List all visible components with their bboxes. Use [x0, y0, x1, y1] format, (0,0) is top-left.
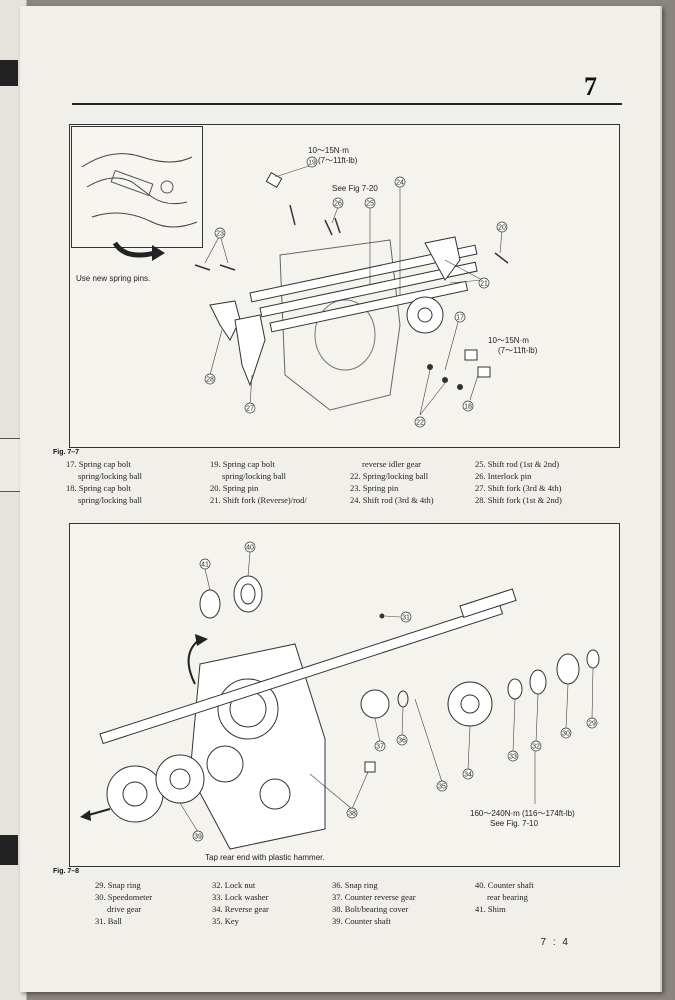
exploded-view-main-shaft: 41 40 31 37 36 38 39 35 34 33 32 30 29 1…	[80, 541, 600, 862]
legend-item-cont: drive gear	[107, 904, 142, 914]
legend-item: 35. Key	[212, 916, 239, 926]
callout-39: 39	[194, 834, 202, 841]
legend-item: reverse idler gear	[362, 459, 421, 469]
legend-column: reverse idler gear 22. Spring/locking ba…	[350, 458, 434, 506]
legend-item: 37. Counter reverse gear	[332, 892, 416, 902]
legend-column: 32. Lock nut 33. Lock washer 34. Reverse…	[212, 879, 269, 927]
legend-item: 23. Spring pin	[350, 483, 399, 493]
callout-22: 22	[416, 420, 424, 427]
callout-41: 41	[201, 562, 209, 569]
figure-counter-shaft: 41 40 31 37 36 38 39 35 34 33 32 30 29 1…	[69, 523, 620, 867]
legend-item: 17. Spring cap bolt	[66, 459, 131, 469]
callout-19: 19	[308, 160, 316, 167]
legend-item: 29. Snap ring	[95, 880, 141, 890]
callout-26: 26	[334, 201, 342, 208]
callout-21: 21	[480, 281, 488, 288]
legend-item: 22. Spring/locking ball	[350, 471, 429, 481]
exploded-view-shift-rods: 19 24 25 26 20 21 17 18 22 23 28 27 10～1…	[76, 146, 538, 428]
torque-spec-2-alt: (7～11ft-lb)	[498, 346, 538, 355]
chapter-number: 7	[584, 72, 597, 101]
figure-1-label: Fig. 7–7	[53, 449, 80, 456]
legend-column: 29. Snap ring 30. Speedometer drive gear…	[95, 879, 152, 927]
legend-item-cont: spring/locking ball	[78, 471, 142, 481]
callout-36: 36	[398, 738, 406, 745]
inset-detail	[71, 126, 203, 248]
legend-item: 18. Spring cap bolt	[66, 483, 131, 493]
callout-32: 32	[532, 744, 540, 751]
legend-item: 28. Shift fork (1st & 2nd)	[475, 495, 562, 505]
see-figure-ref: See Fig 7-20	[332, 184, 378, 193]
callout-18: 18	[464, 404, 472, 411]
callout-25: 25	[366, 201, 374, 208]
see-figure-ref: See Fig. 7-10	[490, 819, 539, 828]
callout-37: 37	[376, 744, 384, 751]
callout-35: 35	[438, 784, 446, 791]
legend-column: 19. Spring cap bolt spring/locking ball …	[210, 458, 307, 506]
legend-item: 24. Shift rod (3rd & 4th)	[350, 495, 434, 505]
callout-33: 33	[509, 754, 517, 761]
legend-item: 20. Spring pin	[210, 483, 259, 493]
legend-item: 32. Lock nut	[212, 880, 256, 890]
legend-column: 40. Counter shaft rear bearing 41. Shim	[475, 879, 534, 915]
legend-column: 17. Spring cap bolt spring/locking ball …	[66, 458, 142, 506]
legend-item: 40. Counter shaft	[475, 880, 534, 890]
legend-column: 36. Snap ring 37. Counter reverse gear 3…	[332, 879, 416, 927]
header-rule	[72, 103, 622, 105]
callout-27: 27	[246, 406, 254, 413]
callout-40: 40	[246, 545, 254, 552]
edge-mark	[0, 835, 18, 865]
figure-shift-mechanism: 19 24 25 26 20 21 17 18 22 23 28 27 10～1…	[69, 124, 620, 448]
legend-item: 36. Snap ring	[332, 880, 378, 890]
callout-29: 29	[588, 721, 596, 728]
legend-item: 19. Spring cap bolt	[210, 459, 275, 469]
torque-spec-2: 10～15N·m	[488, 336, 529, 345]
edge-mark	[0, 60, 18, 86]
figure-2-label: Fig. 7–8	[53, 868, 80, 875]
manual-page: 7	[20, 6, 662, 992]
callout-17: 17	[456, 315, 464, 322]
legend-item: 31. Ball	[95, 916, 122, 926]
callout-20: 20	[498, 225, 506, 232]
legend-item-cont: rear bearing	[487, 892, 528, 902]
torque-spec-1-alt: (7～11ft-lb)	[318, 156, 358, 165]
callout-31: 31	[402, 615, 410, 622]
page-number: 7 : 4	[540, 937, 570, 948]
legend-item: 34. Reverse gear	[212, 904, 269, 914]
callout-30: 30	[562, 731, 570, 738]
legend-item: 39. Counter shaft	[332, 916, 391, 926]
legend-item: 33. Lock washer	[212, 892, 269, 902]
callout-34: 34	[464, 772, 472, 779]
legend-item: 30. Speedometer	[95, 892, 153, 902]
inset-illustration	[81, 153, 198, 228]
legend-item: 26. Interlock pin	[475, 471, 532, 481]
torque-spec: 160～240N·m (116～174ft-lb)	[470, 809, 575, 818]
torque-spec-1: 10～15N·m	[308, 146, 349, 155]
inset-note: Use new spring pins.	[76, 274, 150, 283]
legend-item: 27. Shift fork (3rd & 4th)	[475, 483, 562, 493]
figure-note: Tap rear end with plastic hammer.	[205, 853, 325, 862]
legend-item-cont: spring/locking ball	[78, 495, 142, 505]
legend-item: 38. Bolt/bearing cover	[332, 904, 409, 914]
legend-item: 41. Shim	[475, 904, 506, 914]
callout-38: 38	[348, 811, 356, 818]
callout-28: 28	[206, 377, 214, 384]
callout-24: 24	[396, 180, 404, 187]
callout-23: 23	[216, 231, 224, 238]
legend-column: 25. Shift rod (1st & 2nd) 26. Interlock …	[475, 458, 562, 506]
legend-item: 21. Shift fork (Reverse)/rod/	[210, 495, 307, 505]
legend-item: 25. Shift rod (1st & 2nd)	[475, 459, 560, 469]
legend-item-cont: spring/locking ball	[222, 471, 286, 481]
